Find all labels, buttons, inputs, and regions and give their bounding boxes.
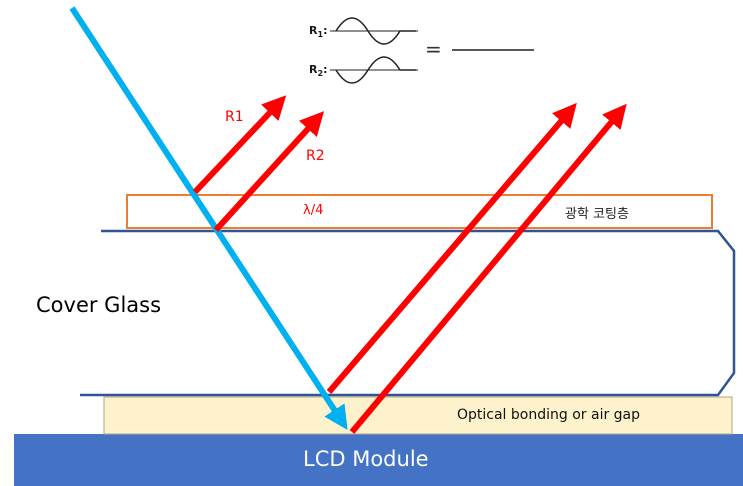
reflected-ray-lcd-2 (349, 103, 627, 434)
lcd-module (14, 434, 743, 486)
label-cover-glass: Cover Glass (36, 293, 162, 317)
reflected-ray-r1 (192, 95, 287, 195)
label-optical-coating: 광학 코팅층 (565, 207, 629, 222)
label-lcd-module: LCD Module (303, 447, 429, 471)
legend-r2-sub: 2 (317, 69, 324, 79)
legend-r2-letter: R (309, 63, 318, 76)
legend-r1-label: R1: (309, 24, 328, 40)
incident-ray (69, 6, 348, 431)
reflected-ray-lcd-1 (326, 102, 577, 394)
label-r2: R2 (306, 148, 325, 164)
optical-bonding-layer (103, 396, 733, 435)
cover-glass (80, 229, 736, 397)
legend-r1-sub: 1 (317, 30, 324, 40)
label-quarter-wave: λ/4 (303, 203, 324, 218)
legend-r1-letter: R (309, 24, 318, 37)
label-optical-bonding: Optical bonding or air gap (457, 407, 641, 423)
label-r1: R1 (225, 109, 244, 125)
legend-r2-label: R2: (309, 63, 328, 79)
equals-sign: = (425, 37, 442, 61)
reflected-ray-r2 (213, 111, 325, 233)
